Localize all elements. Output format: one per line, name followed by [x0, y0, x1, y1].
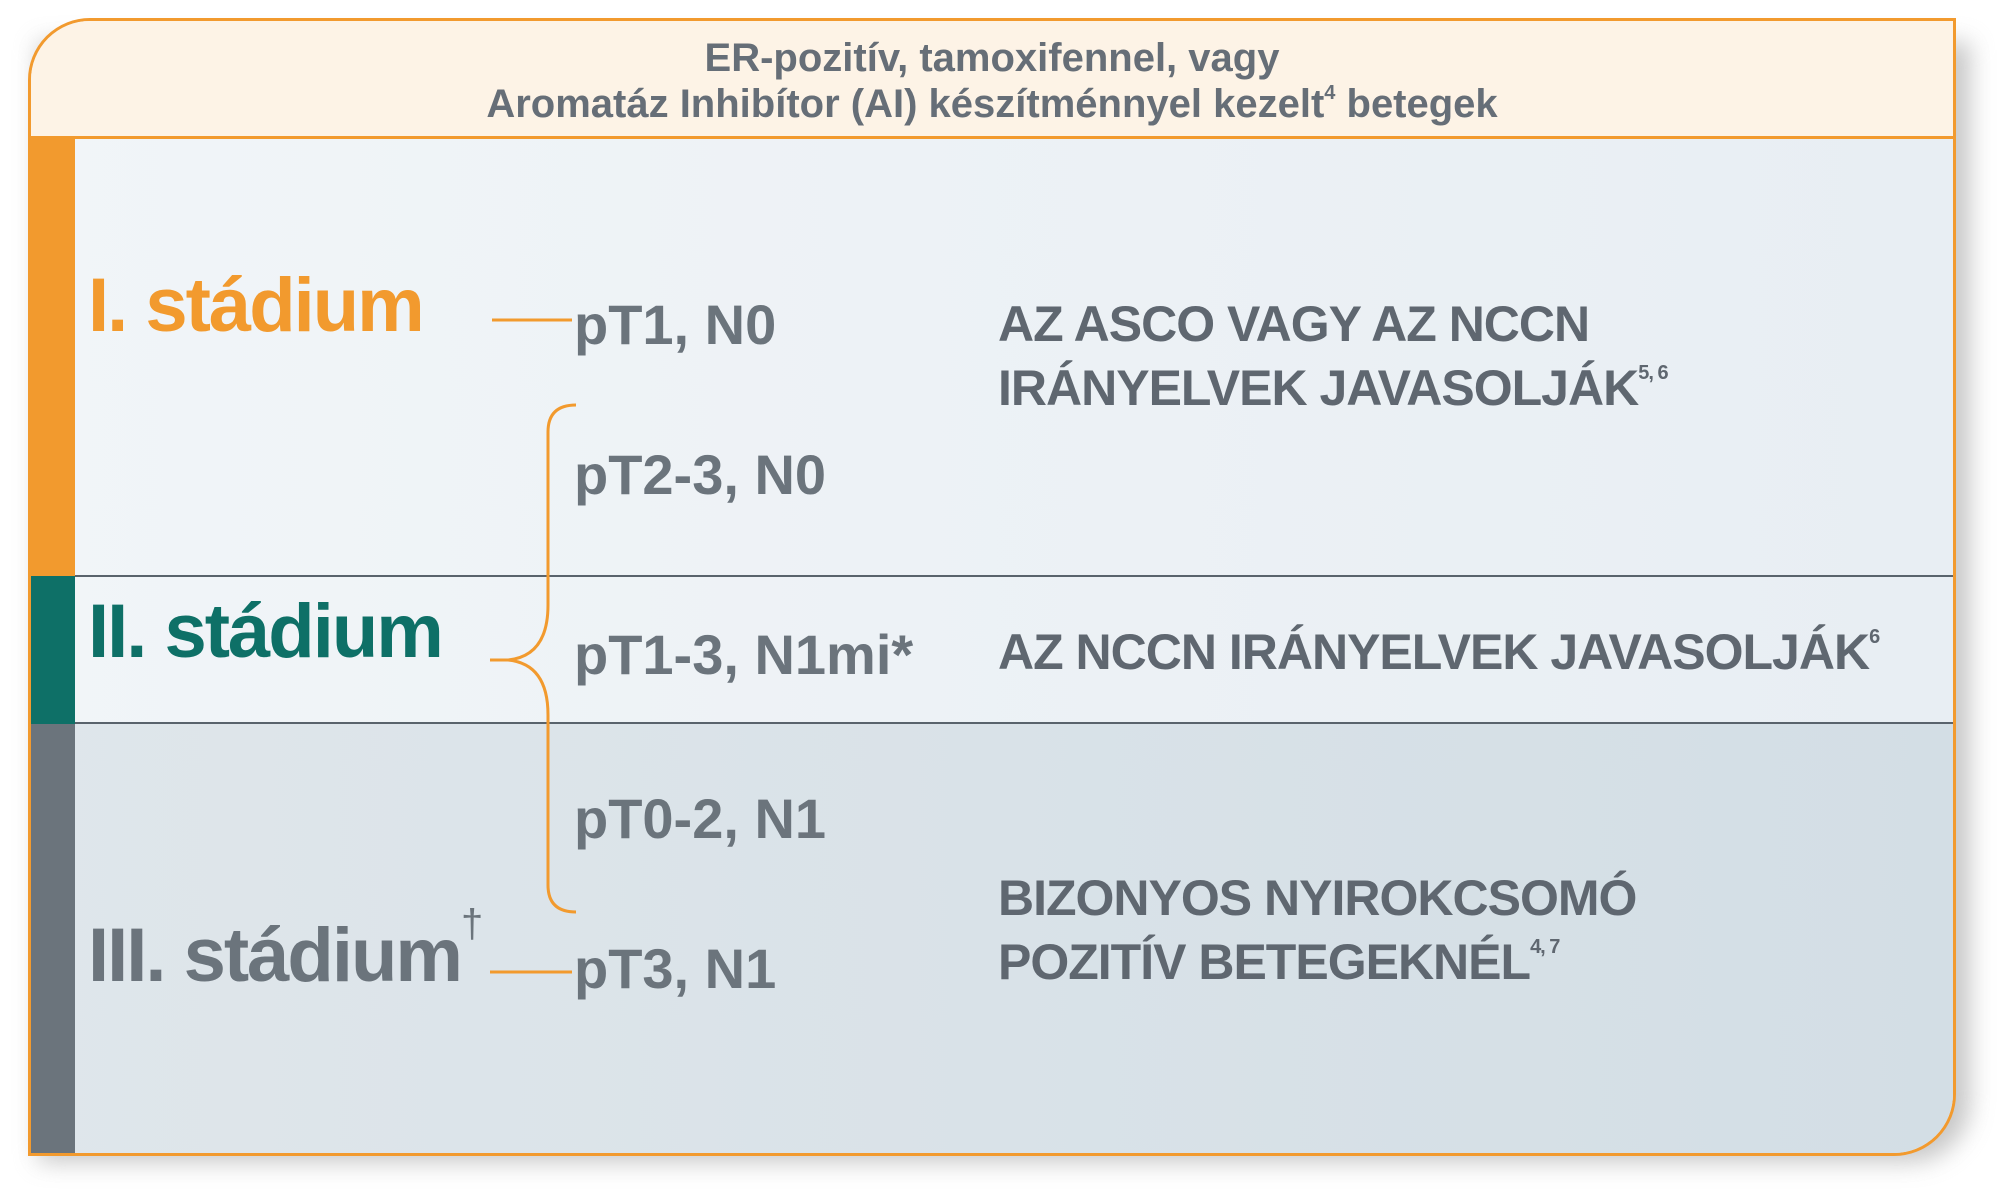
header-line1: ER-pozitív, tamoxifennel, vagy [704, 36, 1280, 80]
rec2-text: AZ NCCN IRÁNYELVEK JAVASOLJÁK [998, 624, 1870, 680]
recommendation-asco-nccn: AZ ASCO VAGY AZ NCCN IRÁNYELVEK JAVASOLJ… [998, 292, 1669, 420]
rec3-line2: POZITÍV BETEGEKNÉL4, 7 [998, 930, 1636, 994]
stage2-label: II. stádium [88, 589, 444, 674]
stage3-label: III. stádium† [88, 904, 483, 999]
tnm-row-pT3-N1: pT3, N1 [574, 937, 777, 1000]
stage2-bracket [507, 403, 577, 914]
rec1-line1: AZ ASCO VAGY AZ NCCN [998, 296, 1590, 352]
stage2-band [31, 576, 1953, 724]
header-line2: Aromatáz Inhibítor (AI) készítménnyel ke… [31, 81, 1953, 127]
header-line2-text: Aromatáz Inhibítor (AI) készítménnyel ke… [486, 82, 1325, 126]
rec1-line2-text: IRÁNYELVEK JAVASOLJÁK [998, 360, 1639, 416]
recommendation-nccn: AZ NCCN IRÁNYELVEK JAVASOLJÁK6 [998, 620, 1880, 684]
stage2-color-bar [31, 576, 75, 724]
rec1-line2: IRÁNYELVEK JAVASOLJÁK5, 6 [998, 356, 1669, 420]
rec3-footnote: 4, 7 [1530, 936, 1560, 958]
stage3-label-text: III. stádium [88, 913, 463, 998]
tnm-row-pT1-N0: pT1, N0 [574, 293, 777, 356]
rec1-footnote: 5, 6 [1638, 362, 1668, 384]
rec2-footnote: 6 [1869, 626, 1880, 648]
tnm-row-pT1-3-N1mi: pT1-3, N1mi* [574, 623, 914, 686]
stage3-dagger-mark: † [460, 902, 483, 946]
stage3-band [31, 724, 1953, 1153]
stage1-color-bar [31, 139, 75, 576]
rec3-line2-text: POZITÍV BETEGEKNÉL [998, 934, 1531, 990]
stage3-color-bar [31, 724, 75, 1153]
tnm-row-pT0-2-N1: pT0-2, N1 [574, 787, 827, 850]
staging-card: ER-pozitív, tamoxifennel, vagy Aromatáz … [28, 18, 1956, 1156]
header-line2-footnote: 4 [1324, 82, 1336, 104]
stage1-label: I. stádium [88, 263, 425, 348]
card-header: ER-pozitív, tamoxifennel, vagy Aromatáz … [31, 21, 1953, 139]
stage1-band [31, 139, 1953, 576]
recommendation-node-positive: BIZONYOS NYIROKCSOMÓ POZITÍV BETEGEKNÉL4… [998, 866, 1637, 994]
rec3-line1: BIZONYOS NYIROKCSOMÓ [998, 870, 1637, 926]
tnm-row-pT2-3-N0: pT2-3, N0 [574, 443, 827, 506]
divider-stage1-stage2 [31, 575, 1953, 577]
header-line2-end: betegek [1335, 82, 1498, 126]
divider-stage2-stage3 [31, 722, 1953, 724]
